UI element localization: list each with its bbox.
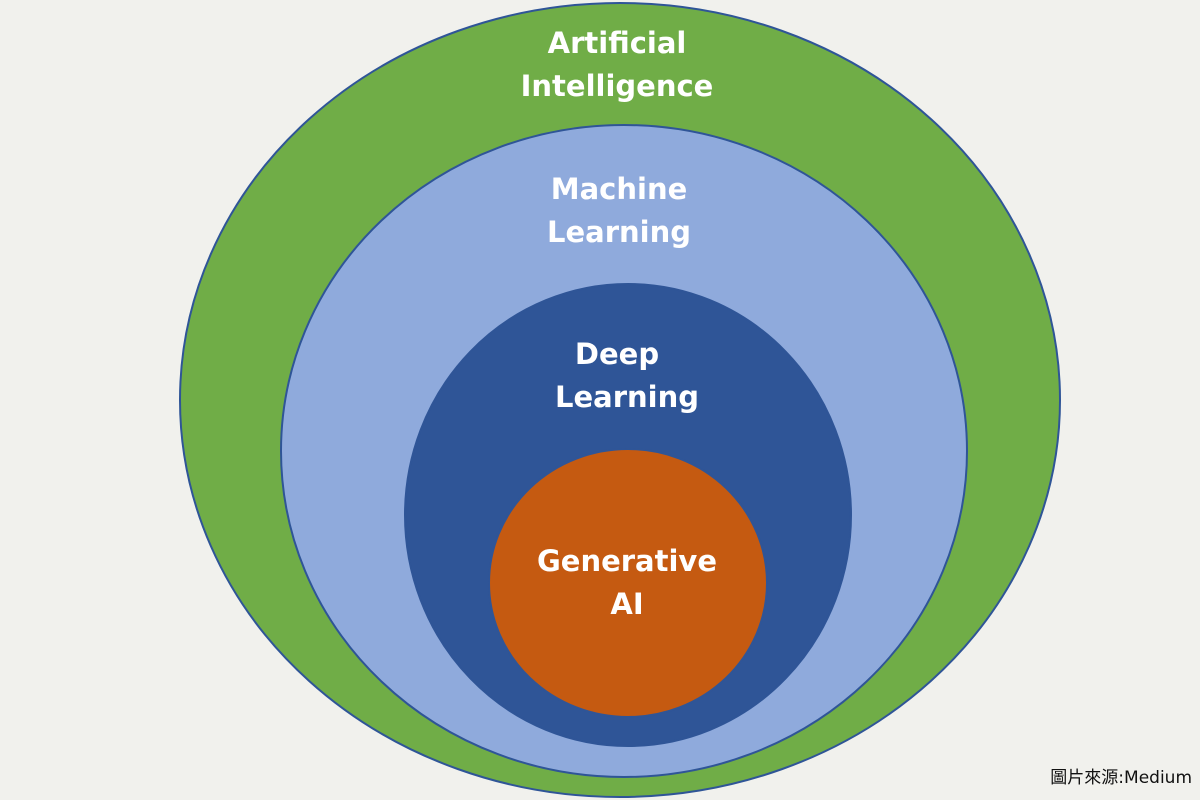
generative-ai-circle — [488, 448, 768, 718]
machine-learning-label-line-1: Machine — [550, 172, 688, 206]
deep-learning-label-line-2: Learning — [554, 380, 699, 414]
generative-ai-label-line-1: Generative — [536, 544, 718, 578]
generative-ai-label-line-2: AI — [610, 587, 644, 621]
ai-label-line-1: Artificial — [547, 26, 687, 60]
ai-label: Artificial Intelligence — [517, 22, 717, 108]
machine-learning-label-line-2: Learning — [546, 215, 691, 249]
generative-ai-label: Generative AI — [517, 540, 737, 626]
deep-learning-label: Deep Learning — [517, 333, 737, 419]
image-source-caption: 圖片來源:Medium — [1050, 768, 1192, 788]
machine-learning-label: Machine Learning — [519, 168, 719, 254]
ai-label-line-2: Intelligence — [520, 69, 714, 103]
deep-learning-label-line-1: Deep — [574, 337, 660, 371]
